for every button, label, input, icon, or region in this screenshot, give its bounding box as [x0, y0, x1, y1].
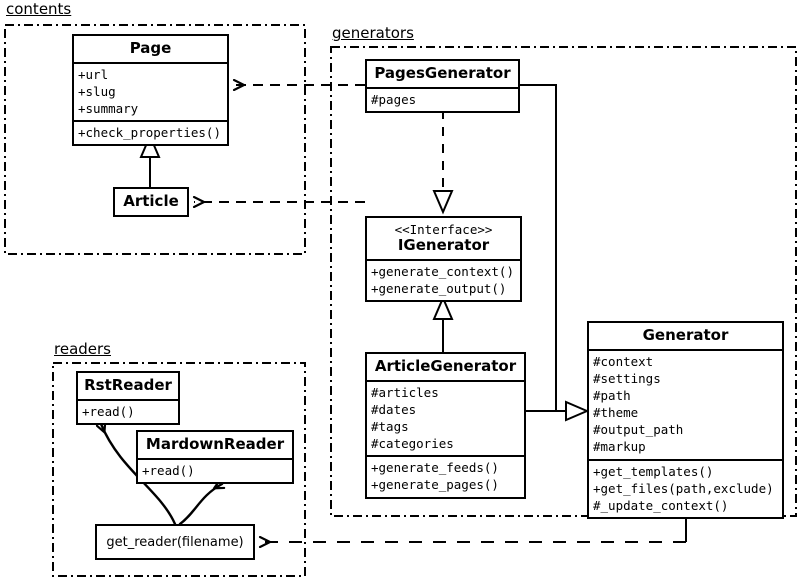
attribute-row: #theme	[593, 405, 639, 421]
class-box-article-generator[interactable]: ArticleGenerator #articles #dates #tags …	[365, 352, 526, 499]
class-operations-page: +check_properties()	[74, 120, 227, 144]
class-box-page[interactable]: Page +url +slug +summary +check_properti…	[72, 34, 229, 147]
attribute-row: #output_path	[593, 422, 684, 438]
attribute-row: #categories	[371, 436, 454, 452]
class-name-generator: Generator	[642, 326, 729, 344]
class-name-article-generator: ArticleGenerator	[374, 357, 517, 375]
class-box-igenerator[interactable]: <<Interface>> IGenerator +generate_conte…	[365, 216, 522, 303]
class-box-mardown-reader[interactable]: MardownReader +read()	[136, 430, 294, 484]
class-box-rst-reader[interactable]: RstReader +read()	[76, 371, 180, 425]
operation-row: +generate_feeds()	[371, 460, 499, 476]
operation-row: +get_templates()	[593, 463, 714, 479]
class-name-pages-generator: PagesGenerator	[374, 64, 511, 82]
attribute-row: #path	[593, 388, 631, 404]
class-attributes-generator: #context #settings #path #theme #output_…	[589, 348, 782, 459]
operation-row: +read()	[82, 403, 135, 419]
function-box-label-get-reader: get_reader(filename)	[106, 534, 244, 550]
attribute-row: #tags	[371, 419, 409, 435]
package-label-readers: readers	[52, 340, 113, 358]
attribute-row: #dates	[371, 401, 417, 417]
attribute-row: #articles	[371, 384, 439, 400]
class-box-pages-generator[interactable]: PagesGenerator #pages	[365, 59, 520, 113]
class-attributes-pages-generator: #pages	[367, 86, 518, 111]
class-name-mardown-reader: MardownReader	[145, 435, 285, 453]
operation-row: #_update_context()	[593, 497, 729, 513]
package-label-generators: generators	[330, 24, 416, 42]
class-operations-igenerator: +generate_context() +generate_output()	[367, 258, 520, 300]
class-attributes-page: +url +slug +summary	[74, 61, 227, 120]
attribute-row: #context	[593, 353, 654, 369]
class-operations-generator: +get_templates() +get_files(path,exclude…	[589, 458, 782, 517]
class-name-text-igenerator: IGenerator	[397, 236, 490, 254]
class-attributes-article-generator: #articles #dates #tags #categories	[367, 379, 524, 456]
operation-row: +generate_output()	[371, 280, 507, 296]
class-stereotype-igenerator: <<Interface>>	[394, 222, 493, 237]
attribute-row: #markup	[593, 439, 646, 455]
class-name-page: Page	[129, 39, 172, 57]
class-operations-rst-reader: +read()	[78, 398, 178, 423]
attribute-row: +slug	[78, 83, 116, 99]
class-box-article[interactable]: Article	[113, 187, 189, 217]
attribute-row: +summary	[78, 101, 139, 117]
class-name-igenerator: <<Interface>> IGenerator	[367, 218, 520, 259]
class-name-rst-reader: RstReader	[84, 376, 172, 394]
relation-articlegenerator-realizes-igenerator	[432, 295, 454, 352]
class-operations-mardown-reader: +read()	[138, 457, 292, 482]
attribute-row: #settings	[593, 370, 661, 386]
attribute-row: +url	[78, 66, 109, 82]
operation-row: +generate_pages()	[371, 477, 499, 493]
relation-generators-inherit-generator	[520, 84, 590, 422]
class-box-generator[interactable]: Generator #context #settings #path #them…	[587, 321, 784, 519]
attribute-row: #pages	[371, 91, 417, 107]
function-box-get-reader[interactable]: get_reader(filename)	[95, 524, 255, 560]
relation-pagesgenerator-realizes-igenerator	[432, 110, 454, 215]
operation-row: +generate_context()	[371, 263, 514, 279]
class-name-article: Article	[123, 192, 179, 210]
package-label-contents: contents	[4, 0, 74, 18]
operation-row: +get_files(path,exclude)	[593, 480, 774, 496]
operation-row: +read()	[142, 462, 195, 478]
relation-getreader-creates-mardownreader	[178, 484, 222, 526]
operation-row: +check_properties()	[78, 125, 221, 141]
class-operations-article-generator: +generate_feeds() +generate_pages()	[367, 455, 524, 496]
